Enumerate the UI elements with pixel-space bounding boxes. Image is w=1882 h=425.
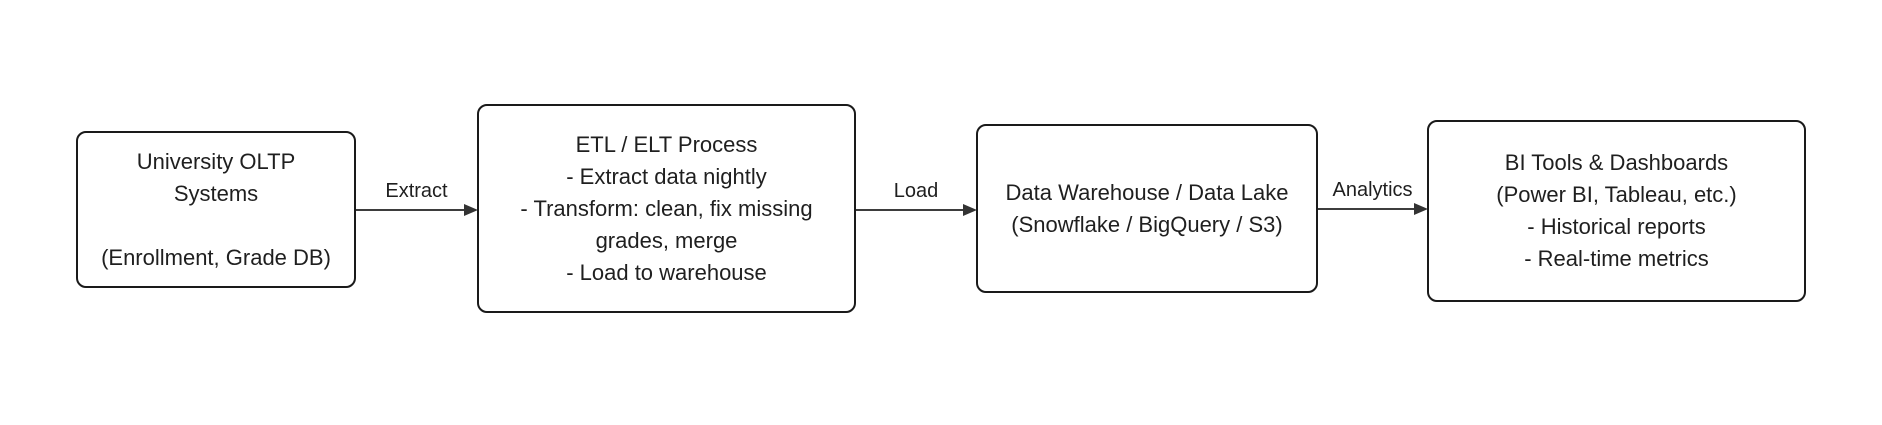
edge-label-analytics: Analytics bbox=[1332, 179, 1413, 201]
node-text-line: (Enrollment, Grade DB) bbox=[101, 244, 331, 270]
edge-arrow-line bbox=[856, 209, 973, 211]
node-text-line: - Historical reports bbox=[1527, 214, 1706, 239]
node-text-line: (Power BI, Tableau, etc.) bbox=[1496, 182, 1737, 207]
node-text-line: - Extract data nightly bbox=[566, 163, 767, 189]
node-bi-tools-dashboards: BI Tools & Dashboards (Power BI, Tableau… bbox=[1427, 120, 1806, 302]
node-university-oltp-systems: University OLTP Systems (Enrollment, Gra… bbox=[76, 131, 356, 288]
node-text-line: Data Warehouse / Data Lake bbox=[1005, 179, 1289, 205]
edge-label-extract: Extract bbox=[385, 180, 448, 202]
node-text-line: BI Tools & Dashboards bbox=[1504, 150, 1729, 175]
node-data-warehouse-data-lake: Data Warehouse / Data Lake (Snowflake / … bbox=[976, 124, 1318, 293]
node-text-line: - Load to warehouse bbox=[566, 259, 767, 285]
node-text-line: - Transform: clean, fix missing bbox=[520, 195, 813, 221]
node-etl-elt-process: ETL / ELT Process - Extract data nightly… bbox=[477, 104, 856, 313]
edge-arrow-line bbox=[356, 209, 474, 211]
node-text-line: Systems bbox=[173, 180, 259, 206]
arrowhead-right-icon bbox=[464, 204, 478, 216]
node-text-line bbox=[213, 210, 219, 242]
edge-arrow-line bbox=[1318, 208, 1424, 210]
node-text-line: (Snowflake / BigQuery / S3) bbox=[1011, 211, 1283, 237]
edge-label-load: Load bbox=[893, 180, 939, 202]
node-text-line: grades, merge bbox=[595, 227, 738, 253]
arrowhead-right-icon bbox=[963, 204, 977, 216]
node-text-line: - Real-time metrics bbox=[1524, 246, 1709, 271]
node-text-line: University OLTP bbox=[136, 148, 296, 174]
arrowhead-right-icon bbox=[1414, 203, 1428, 215]
node-text-line: ETL / ELT Process bbox=[575, 131, 758, 157]
